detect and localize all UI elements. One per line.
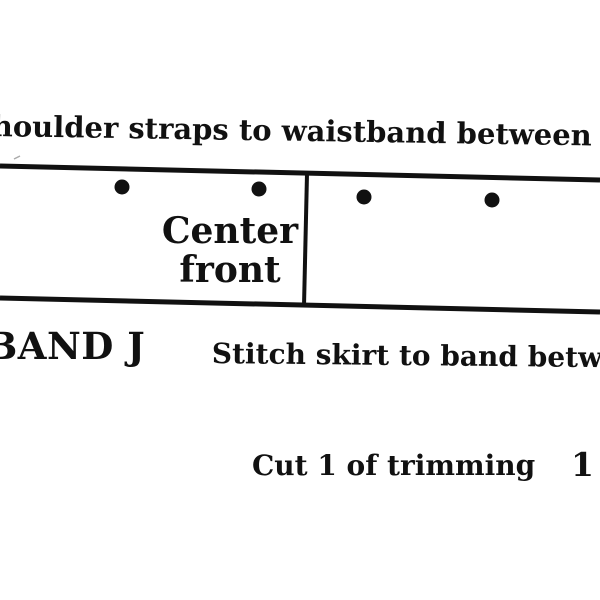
band-piece-label: BAND J [0,324,146,368]
skirt-stitch-instruction: Stitch skirt to band betw [211,337,600,375]
center-label-line-2: front [179,248,281,291]
placement-dot [484,192,500,208]
band-bottom-edge [0,295,600,315]
piece-number: 1 [571,445,594,484]
band-top-edge [0,163,600,183]
center-front-label: Center front [150,212,310,290]
placement-dot [356,189,372,205]
placement-dot [114,179,130,195]
scan-mark [13,155,21,160]
center-front-fold-line [302,173,309,307]
center-label-line-1: Center [161,210,299,252]
cut-instruction: Cut 1 of trimming [252,449,536,482]
placement-dot [251,181,267,197]
